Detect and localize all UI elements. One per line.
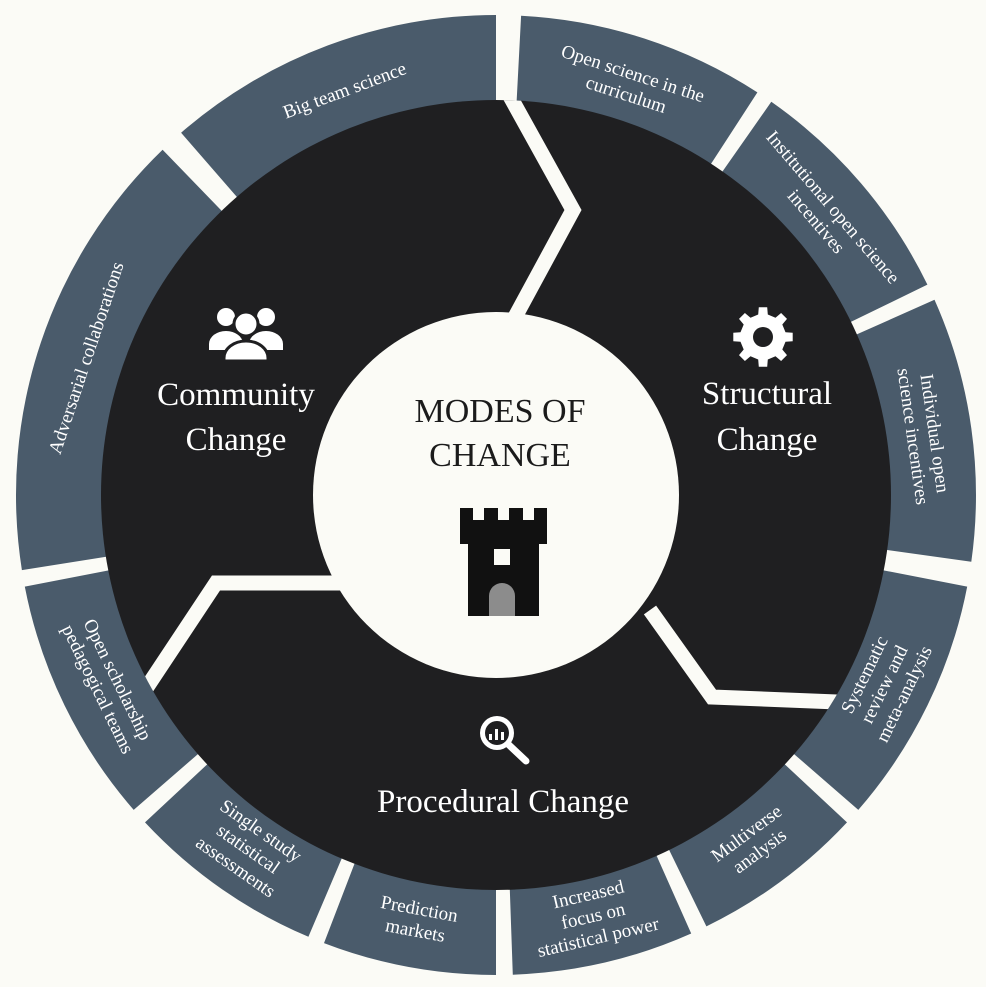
community-title-line2: Change <box>186 422 287 458</box>
ring-segment <box>516 15 758 172</box>
divider-structural-procedural <box>643 605 891 716</box>
divider-community-structural <box>458 100 582 334</box>
ring-segment <box>24 568 205 810</box>
ring-segment <box>848 299 976 562</box>
community-title-line1: Community <box>157 377 315 413</box>
ring-segment <box>787 568 968 810</box>
ring-segment <box>181 15 496 204</box>
ring-segment <box>145 758 346 937</box>
procedural-title: Procedural Change <box>377 784 629 820</box>
ring-segment <box>15 149 228 571</box>
ring-segment <box>717 101 928 326</box>
center-title-line1: MODES OF <box>415 393 586 430</box>
structural-title-line2: Change <box>717 422 818 458</box>
people-group-icon <box>209 308 283 363</box>
ring-segment <box>665 758 847 927</box>
magnifier-chart-icon <box>480 716 530 765</box>
gear-icon-hole <box>753 327 773 347</box>
structural-title-line1: Structural <box>702 376 832 412</box>
center-circle <box>313 312 679 678</box>
center-title-line2: CHANGE <box>429 437 571 474</box>
castle-tower-icon <box>460 508 547 616</box>
gear-icon <box>733 307 793 367</box>
